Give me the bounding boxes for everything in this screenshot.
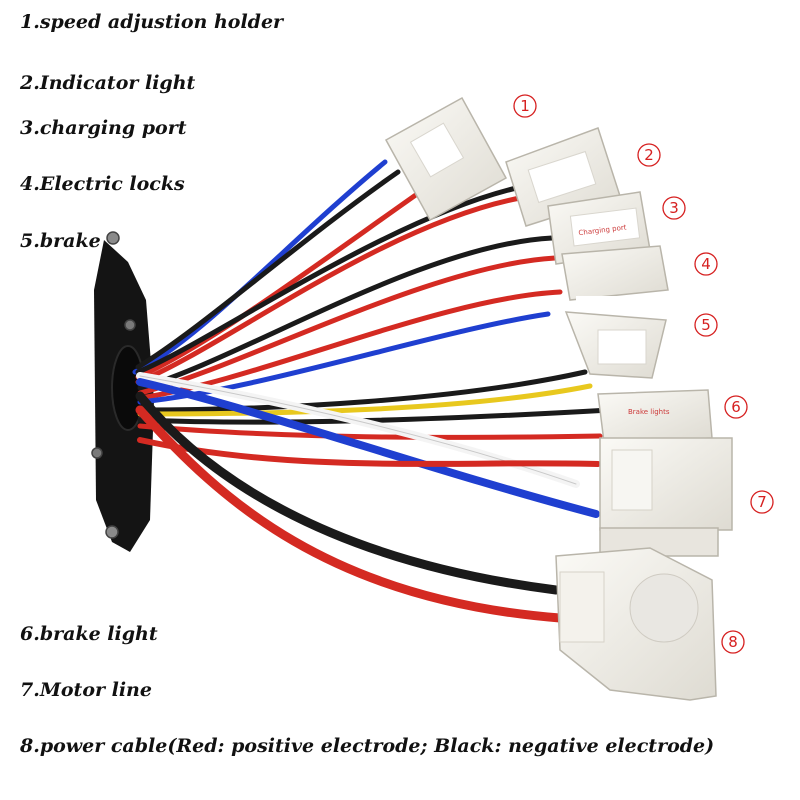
marker-label: 3: [669, 199, 679, 217]
connector-5: [564, 311, 667, 379]
wire-black: [135, 183, 528, 375]
caption-brake-light: 6.brake light: [20, 623, 158, 645]
wire-red: [135, 195, 523, 385]
caption-speed-adjustion-holder: 1.speed adjustion holder: [20, 11, 284, 33]
wire-red: [137, 289, 563, 401]
marker-2: 2: [637, 143, 661, 167]
caption-brake: 5.brake: [20, 230, 101, 252]
wire-red: [137, 255, 558, 396]
brake-lights-label: Brake lights: [628, 408, 670, 416]
connector-7: [599, 437, 733, 557]
mounting-plate: [91, 231, 154, 552]
marker-label: 7: [757, 493, 767, 511]
wire-blue: [136, 378, 600, 518]
connector-4: [561, 245, 672, 318]
wire-black: [135, 169, 401, 370]
marker-4: 4: [694, 252, 718, 276]
caption-electric-locks: 4.Electric locks: [20, 173, 185, 195]
mount-screw: [105, 525, 119, 539]
wire-bundle: [132, 159, 613, 623]
marker-label: 5: [701, 316, 711, 334]
marker-7: 7: [750, 490, 774, 514]
mount-screw: [106, 231, 120, 245]
mount-screw: [91, 447, 103, 459]
wire-black-power: [135, 391, 561, 595]
marker-5: 5: [694, 313, 718, 337]
marker-3: 3: [662, 196, 686, 220]
marker-label: 4: [701, 255, 711, 273]
marker-8: 8: [721, 630, 745, 654]
wire-black: [137, 235, 555, 391]
connector-3: Charging port: [547, 191, 651, 265]
marker-label: 1: [520, 97, 530, 115]
caption-charging-port: 3.charging port: [20, 117, 187, 139]
wire-red-power: [135, 405, 565, 623]
connector-1: [384, 96, 508, 222]
wire-black: [137, 407, 613, 425]
marker-label: 6: [731, 398, 741, 416]
wire-black: [137, 369, 588, 413]
connector-6: Brake lights: [597, 389, 713, 443]
caption-motor-line: 7.Motor line: [20, 679, 152, 701]
connector-8: [555, 547, 717, 701]
caption-power-cable: 8.power cable(Red: positive electrode; B…: [20, 735, 715, 757]
caption-indicator-light: 2.Indicator light: [20, 72, 196, 94]
wire-red: [137, 437, 601, 467]
marker-6: 6: [724, 395, 748, 419]
marker-label: 2: [644, 146, 654, 164]
wire-yellow: [137, 383, 593, 417]
marker-label: 8: [728, 633, 738, 651]
mount-screw: [124, 319, 136, 331]
marker-1: 1: [513, 94, 537, 118]
wire-red: [135, 189, 423, 380]
wire-red: [137, 423, 603, 440]
